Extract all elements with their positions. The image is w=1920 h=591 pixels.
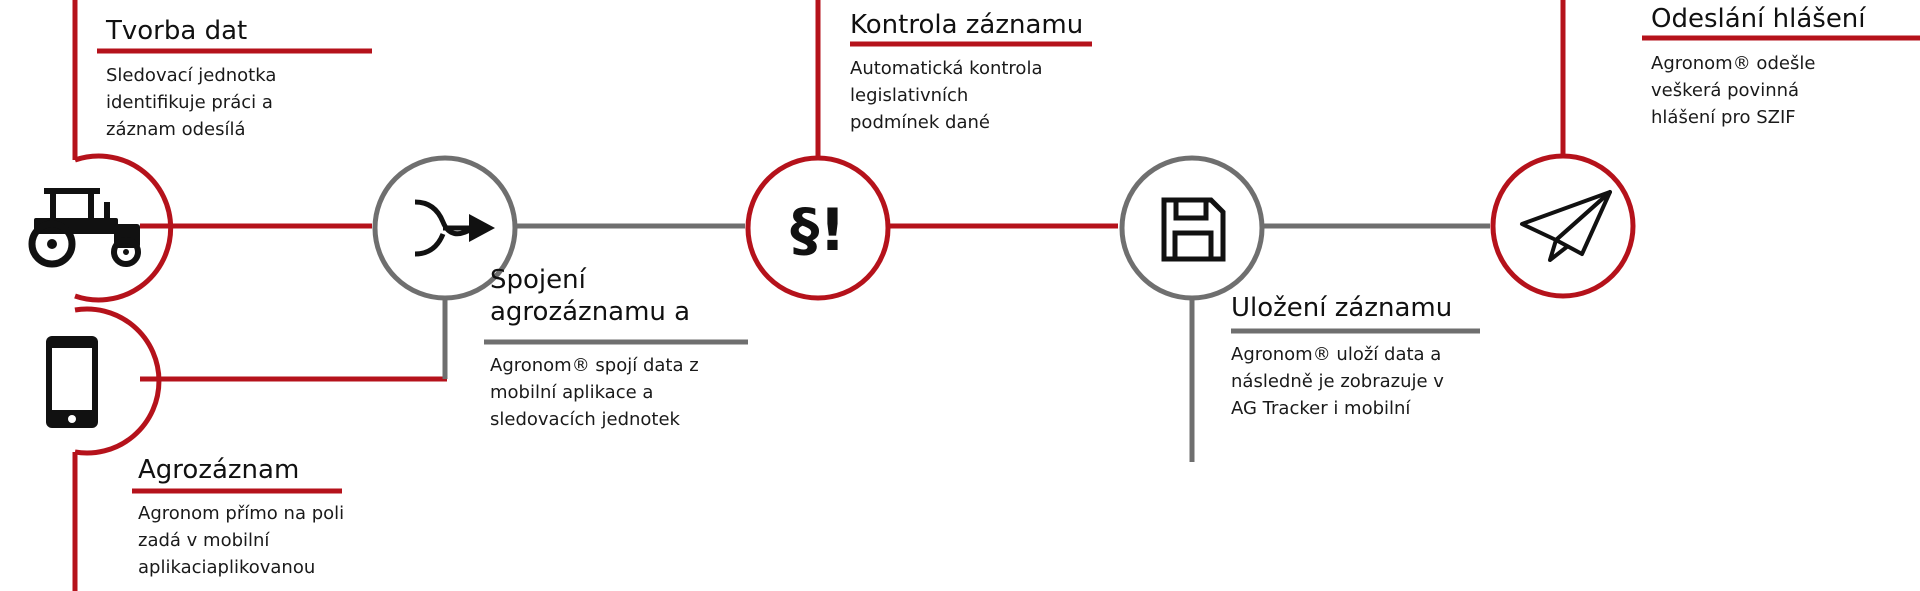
- tvorba-line-2: identifikuje práci a: [106, 92, 273, 113]
- kontrola-connector-lines: [745, 0, 1118, 301]
- kontrola-title: Kontrola záznamu: [850, 10, 1084, 40]
- ulozeni-line-1: Agronom® uloží data a: [1231, 344, 1442, 365]
- smartphone-icon: [46, 336, 98, 428]
- spojeni-title-line-2: agrozáznamu a: [490, 297, 691, 327]
- odeslani-line-2: veškerá povinná: [1651, 80, 1800, 101]
- kontrola-line-3: podmínek dané: [850, 112, 990, 133]
- odeslani-line-3: hlášení pro SZIF: [1651, 107, 1796, 128]
- spojeni-line-2: mobilní aplikace a: [490, 382, 654, 403]
- spojeni-line-1: Agronom® spojí data z: [490, 355, 699, 376]
- spojeni-connector-lines: [372, 155, 748, 379]
- kontrola-line-2: legislativních: [850, 85, 969, 106]
- kontrola-description: Automatická kontrola legislativních podm…: [850, 55, 1042, 136]
- paper-plane-icon: [1520, 190, 1612, 262]
- odeslani-description: Agronom® odešle veškerá povinná hlášení …: [1651, 50, 1815, 131]
- tvorba-description: Sledovací jednotka identifikuje práci a …: [106, 62, 276, 143]
- agrozaznam-title: Agrozáznam: [138, 455, 300, 485]
- tvorba-line-1: Sledovací jednotka: [106, 65, 277, 86]
- kontrola-line-1: Automatická kontrola: [850, 58, 1043, 79]
- odeslani-line-1: Agronom® odešle: [1651, 53, 1816, 74]
- ulozeni-description: Agronom® uloží data a následně je zobraz…: [1231, 341, 1444, 422]
- agrozaznam-connector-lines: [72, 306, 447, 591]
- spojeni-line-3: sledovacích jednotek: [490, 409, 680, 430]
- ulozeni-connector-lines: [1119, 155, 1490, 462]
- odeslani-title: Odeslání hlášení: [1651, 4, 1866, 34]
- spojeni-title-line-1: Spojení: [490, 265, 586, 295]
- tractor-icon: [28, 188, 141, 268]
- odeslani-connector-lines: [1490, 0, 1920, 299]
- spojeni-title: Spojení agrozáznamu a: [490, 264, 690, 328]
- tvorba-connector-lines: [72, 0, 372, 303]
- tvorba-line-3: záznam odesílá: [106, 119, 246, 140]
- merge-arrow-icon: [414, 199, 495, 257]
- agrozaznam-line-1: Agronom přímo na poli: [138, 503, 345, 524]
- agrozaznam-description: Agronom přímo na poli zadá v mobilní apl…: [138, 500, 344, 581]
- agrozaznam-line-3: aplikaciaplikovanou: [138, 557, 316, 578]
- floppy-disk-icon: [1161, 197, 1226, 262]
- tvorba-title: Tvorba dat: [106, 16, 248, 46]
- paragraph-exclamation-icon: §!: [790, 196, 845, 264]
- ulozeni-line-2: následně je zobrazuje v: [1231, 371, 1444, 392]
- spojeni-description: Agronom® spojí data z mobilní aplikace a…: [490, 352, 699, 433]
- agrozaznam-line-2: zadá v mobilní: [138, 530, 270, 551]
- ulozeni-title: Uložení záznamu: [1231, 293, 1453, 323]
- ulozeni-line-3: AG Tracker i mobilní: [1231, 398, 1411, 419]
